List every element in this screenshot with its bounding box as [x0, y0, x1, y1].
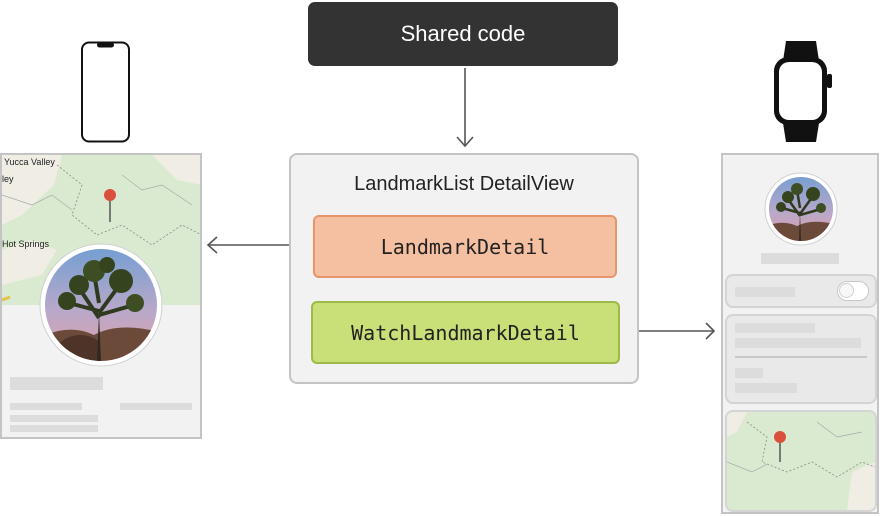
placeholder-text-bar [735, 323, 815, 333]
map-label-ley: ley [2, 174, 14, 184]
map-pin-icon [104, 189, 116, 222]
landmark-photo-avatar [764, 172, 838, 246]
phone-detail-screen: Yucca Valley ley Hot Springs [0, 153, 202, 439]
central-title: LandmarkList DetailView [354, 173, 574, 195]
placeholder-text-bar [10, 415, 98, 422]
placeholder-text-bar [120, 403, 192, 410]
placeholder-text-bar [10, 425, 98, 432]
watch-detail-screen [721, 153, 879, 514]
placeholder-text-bar [735, 368, 763, 378]
placeholder-title-bar [761, 253, 839, 264]
placeholder-text-bar [735, 383, 797, 393]
iphone-icon [81, 41, 130, 143]
favorite-toggle[interactable] [837, 281, 869, 301]
placeholder-text-bar [10, 403, 82, 410]
placeholder-title-bar [10, 377, 103, 390]
landmark-detail-label: LandmarkDetail [380, 234, 550, 259]
map-card [725, 410, 877, 512]
watch-landmark-detail-label: WatchLandmarkDetail [351, 320, 580, 345]
placeholder-text-bar [735, 287, 795, 297]
favorite-toggle-card [725, 274, 877, 308]
watch-landmark-detail-box: WatchLandmarkDetail [311, 301, 620, 364]
divider [735, 356, 867, 358]
placeholder-text-bar [735, 338, 861, 348]
map-pin-icon [774, 431, 786, 462]
landmark-photo-avatar [39, 243, 163, 367]
apple-watch-icon [774, 41, 832, 142]
shared-code-box: Shared code [308, 2, 618, 66]
watch-map [727, 412, 875, 510]
map-label-yucca-valley: Yucca Valley [4, 157, 55, 167]
landmark-list-detail-view-container: LandmarkList DetailView LandmarkDetail W… [289, 153, 639, 384]
map-label-hot-springs: Hot Springs [2, 239, 50, 249]
details-card [725, 314, 877, 404]
shared-code-label: Shared code [400, 21, 526, 46]
landmark-detail-box: LandmarkDetail [313, 215, 617, 278]
